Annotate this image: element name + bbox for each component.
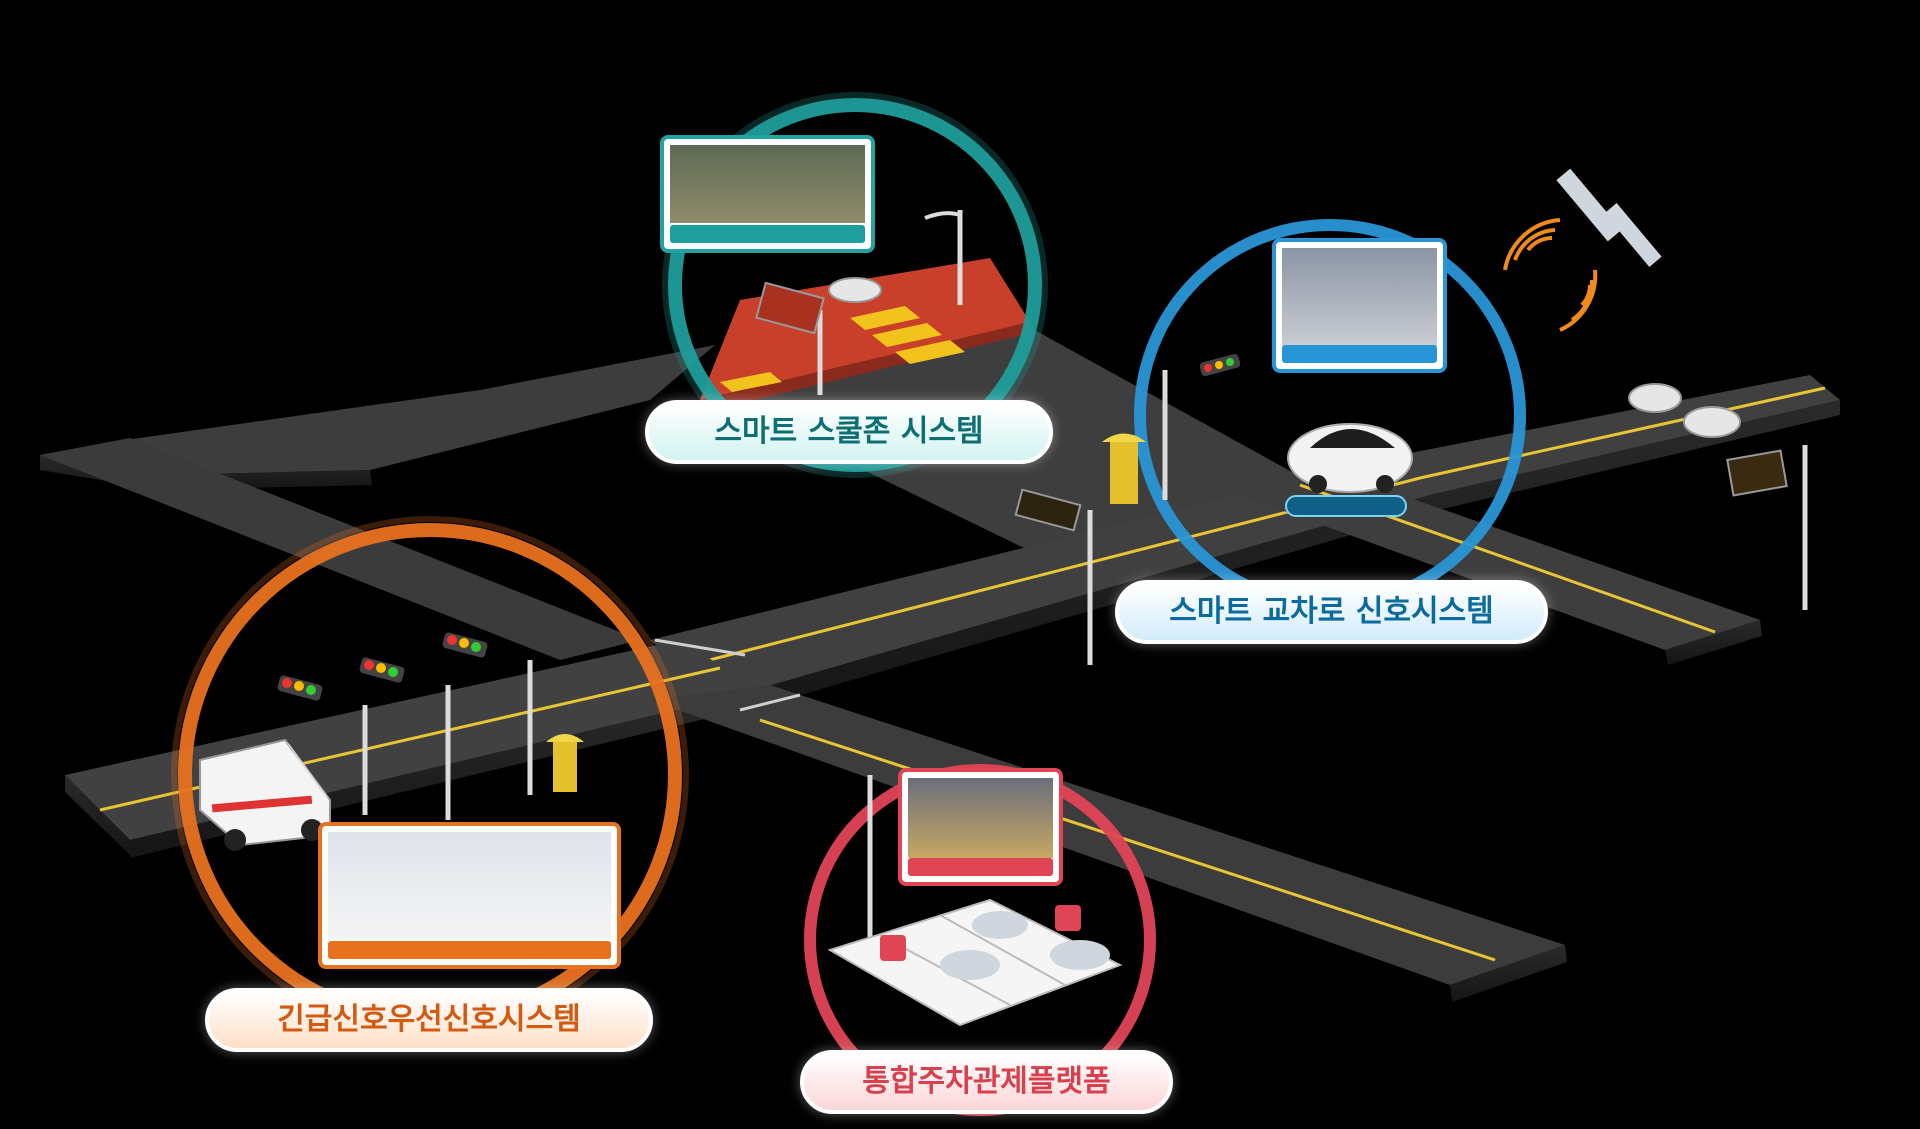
poles [362, 210, 1808, 950]
satellite-icon [1503, 168, 1662, 332]
autonomous-vehicle-tag [1285, 495, 1407, 517]
crosswalk [720, 306, 965, 392]
school-zone-screen [660, 135, 875, 253]
road-main [650, 375, 1840, 700]
road-network [40, 258, 1840, 1002]
vms-sign-icon [755, 281, 1788, 532]
parking-sign-icon [880, 905, 1081, 961]
ambulance-icon [199, 738, 331, 851]
parking-label: 통합주차관제플랫폼 [800, 1050, 1173, 1114]
car-icon [828, 277, 1741, 438]
school-zone-label: 스마트 스쿨존 시스템 [645, 400, 1053, 464]
autonomous-car-icon [1287, 423, 1413, 493]
parking-screen [898, 768, 1063, 886]
traffic-light-icon [277, 353, 1241, 701]
parking-lot [827, 898, 1123, 1027]
bollard-device [546, 433, 1146, 792]
emergency-label: 긴급신호우선신호시스템 [205, 988, 653, 1052]
road-upper-left [40, 345, 715, 475]
emergency-screen [318, 822, 621, 969]
intersection-screen [1272, 238, 1447, 373]
ring-school-zone [668, 98, 1042, 472]
intersection-label: 스마트 교차로 신호시스템 [1115, 580, 1548, 644]
